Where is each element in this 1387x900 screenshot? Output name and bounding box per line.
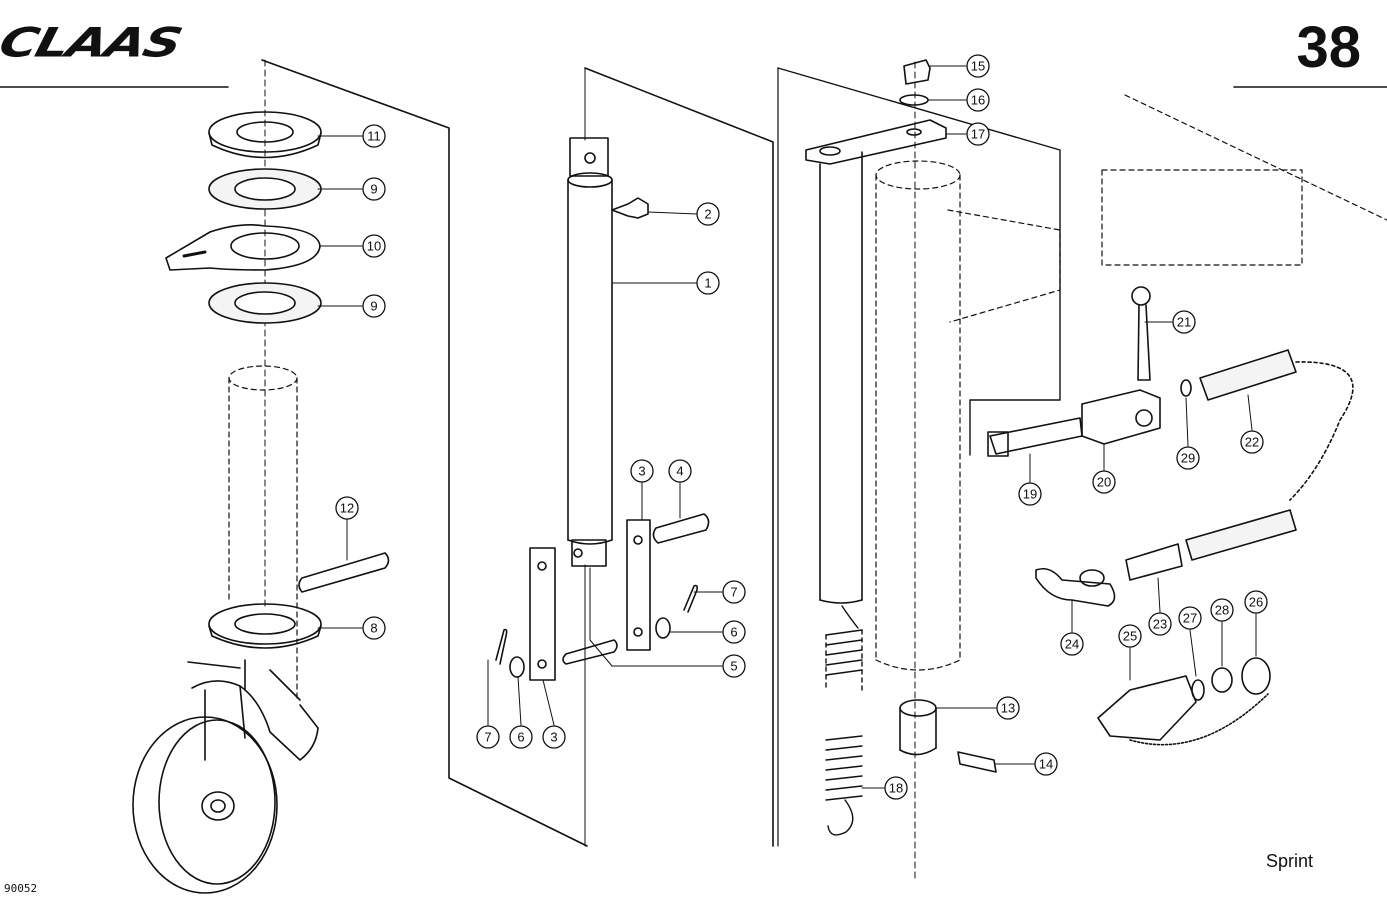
- callout-label: 12: [340, 501, 354, 516]
- callout-3: 3: [630, 459, 654, 483]
- callout-26: 26: [1244, 590, 1268, 614]
- leader-lines: [317, 65, 1257, 789]
- callout-label: 7: [730, 585, 737, 600]
- callout-label: 28: [1215, 603, 1229, 618]
- callout-15: 15: [966, 54, 990, 78]
- callout-label: 8: [370, 621, 377, 636]
- drawing-number: 90052: [4, 882, 38, 895]
- callout-label: 6: [730, 625, 737, 640]
- callout-label: 15: [971, 59, 985, 74]
- callout-24: 24: [1060, 632, 1084, 656]
- callout-3: 3: [542, 725, 566, 749]
- callout-label: 3: [638, 464, 645, 479]
- callout-2: 2: [696, 202, 720, 226]
- callout-label: 17: [971, 127, 985, 142]
- callout-label: 9: [370, 182, 377, 197]
- callout-8: 8: [362, 616, 386, 640]
- callout-29: 29: [1176, 446, 1200, 470]
- callout-21: 21: [1172, 310, 1196, 334]
- callout-label: 19: [1023, 487, 1037, 502]
- model-name: Sprint: [1266, 851, 1314, 871]
- jockey-wheel-group: [132, 59, 588, 894]
- callout-9: 9: [362, 177, 386, 201]
- callout-6: 6: [509, 725, 533, 749]
- callout-13: 13: [996, 696, 1020, 720]
- callout-10: 10: [362, 234, 386, 258]
- callout-28: 28: [1210, 598, 1234, 622]
- callout-19: 19: [1018, 482, 1042, 506]
- callout-4: 4: [668, 459, 692, 483]
- callout-label: 26: [1249, 595, 1263, 610]
- callout-1: 1: [696, 271, 720, 295]
- callout-label: 1: [704, 276, 711, 291]
- callout-23: 23: [1148, 612, 1172, 636]
- callout-label: 11: [367, 129, 381, 144]
- callout-17: 17: [966, 122, 990, 146]
- callout-27: 27: [1178, 606, 1202, 630]
- page-number: 38: [1296, 15, 1361, 80]
- hydraulic-valve-group: [987, 286, 1354, 746]
- callout-label: 6: [517, 730, 524, 745]
- callout-6: 6: [722, 620, 746, 644]
- callout-11: 11: [362, 124, 386, 148]
- callout-7: 7: [722, 580, 746, 604]
- callout-label: 2: [704, 207, 711, 222]
- callout-label: 23: [1153, 617, 1167, 632]
- callout-label: 29: [1181, 451, 1195, 466]
- callout-label: 7: [484, 730, 491, 745]
- callout-label: 14: [1039, 757, 1053, 772]
- callout-18: 18: [884, 776, 908, 800]
- callout-label: 24: [1065, 637, 1079, 652]
- callout-14: 14: [1034, 752, 1058, 776]
- support-leg-group: [777, 59, 1387, 881]
- callout-label: 22: [1245, 435, 1259, 450]
- callout-label: 18: [889, 781, 903, 796]
- callout-7: 7: [476, 725, 500, 749]
- callout-label: 21: [1177, 315, 1191, 330]
- callout-label: 25: [1123, 629, 1137, 644]
- cylinder-group: [495, 67, 774, 847]
- callout-5: 5: [722, 654, 746, 678]
- callout-16: 16: [966, 88, 990, 112]
- callout-label: 4: [676, 464, 683, 479]
- callout-label: 20: [1097, 475, 1111, 490]
- callout-20: 20: [1092, 470, 1116, 494]
- callout-label: 27: [1183, 611, 1197, 626]
- callout-label: 10: [367, 239, 381, 254]
- callout-12: 12: [335, 496, 359, 520]
- callout-9: 9: [362, 294, 386, 318]
- callout-22: 22: [1240, 430, 1264, 454]
- callout-label: 13: [1001, 701, 1015, 716]
- callout-label: 9: [370, 299, 377, 314]
- callouts: 11 9 10 9 12 8 2 1 3 4 7 6 5 7 6 3 15 16…: [335, 54, 1268, 800]
- callout-label: 5: [730, 659, 737, 674]
- callout-label: 3: [550, 730, 557, 745]
- callout-25: 25: [1118, 624, 1142, 648]
- callout-label: 16: [971, 93, 985, 108]
